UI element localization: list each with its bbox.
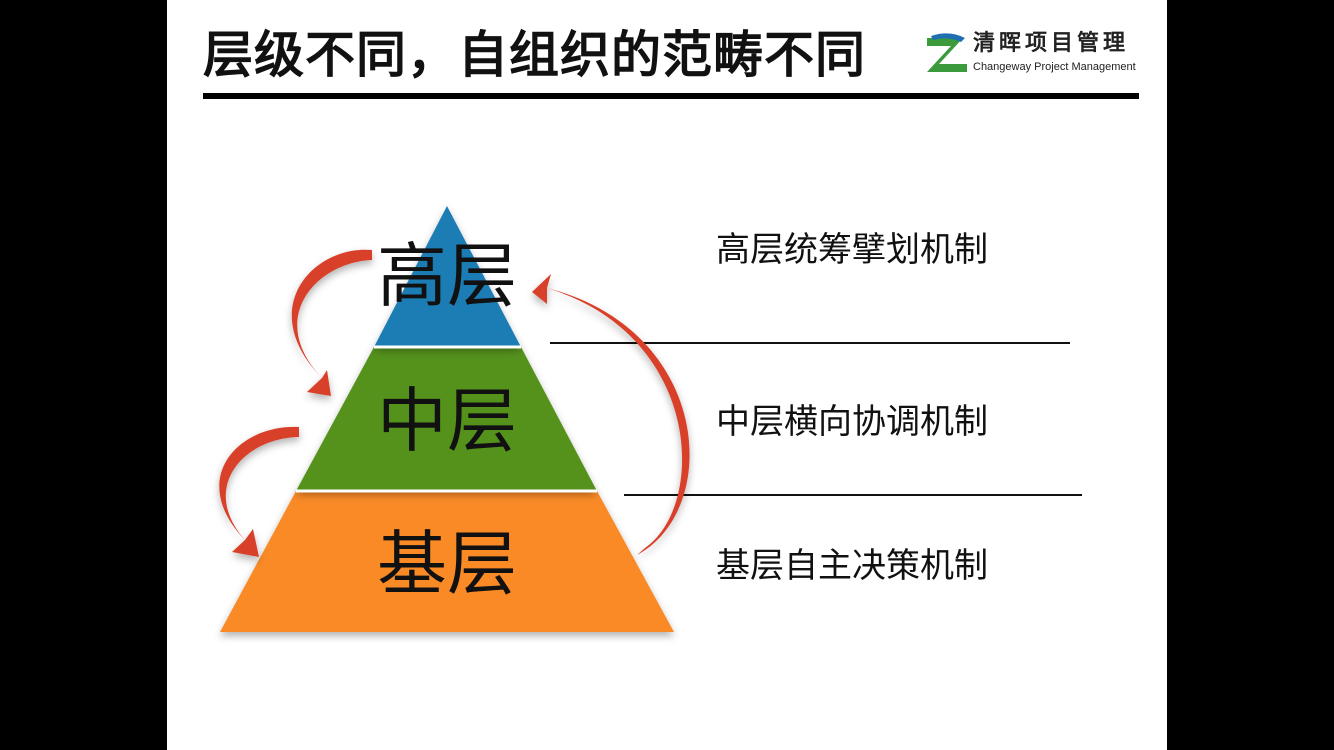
tier-label-base: 基层 [377, 523, 517, 605]
feedback-arrows [219, 249, 690, 557]
mechanism-label-middle: 中层横向协调机制 [716, 402, 988, 442]
pyramid-tier-top [374, 206, 521, 347]
tier-label-middle: 中层 [377, 380, 517, 462]
hierarchy-pyramid-diagram: 高层 中层 基层 [219, 206, 1082, 632]
logo-name-en: Changeway Project Management [973, 61, 1136, 73]
title-underline [203, 93, 1139, 99]
slide: 层级不同，自组织的范畴不同 清晖项目管理 Changeway Project M… [167, 0, 1167, 750]
pyramid-tier-middle [296, 347, 597, 491]
arrow-top-to-middle [291, 249, 372, 396]
logo-z-icon [927, 33, 967, 72]
logo-name-cn: 清晖项目管理 [973, 31, 1130, 56]
mechanism-label-base: 基层自主决策机制 [716, 546, 988, 586]
pyramid-tier-base [220, 491, 674, 632]
arrow-middle-to-base [219, 426, 299, 557]
mechanism-label-top: 高层统筹擘划机制 [716, 230, 988, 270]
company-logo: 清晖项目管理 Changeway Project Management [923, 28, 1139, 80]
tier-label-top: 高层 [377, 235, 517, 317]
slide-title: 层级不同，自组织的范畴不同 [203, 26, 866, 84]
